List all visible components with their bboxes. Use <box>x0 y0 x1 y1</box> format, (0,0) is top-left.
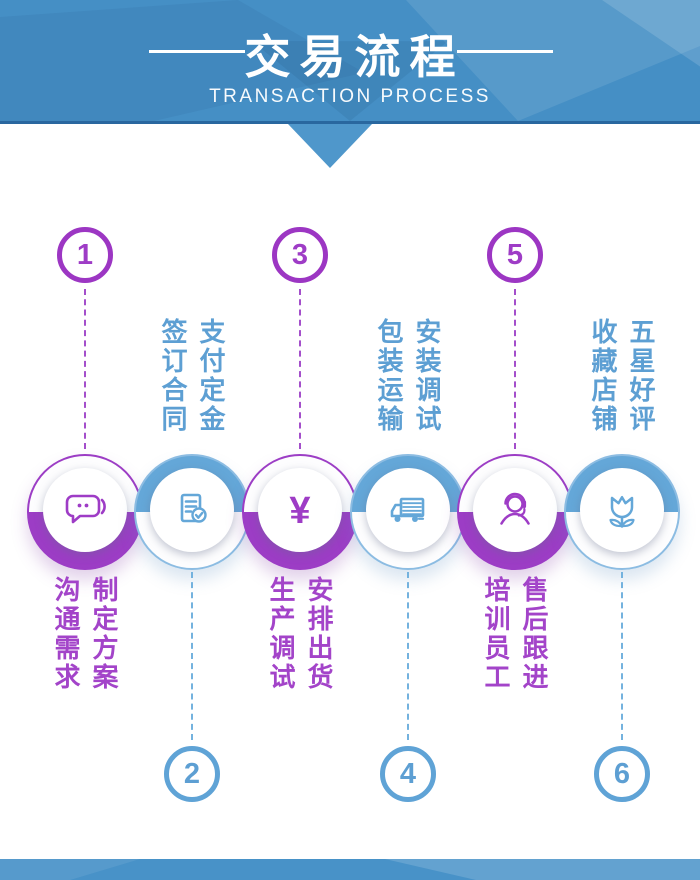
step-label-column: 支付定金 <box>196 318 226 434</box>
delivery-truck-icon <box>366 468 450 552</box>
step-label-column: 签订合同 <box>158 318 188 434</box>
step-label: 沟通需求 制定方案 <box>20 576 150 692</box>
footer-bar <box>0 859 700 880</box>
step-3: 3 ¥ 生产调试 安排出货 <box>235 0 365 880</box>
customer-service-icon <box>473 468 557 552</box>
step-number-badge: 1 <box>57 227 113 283</box>
step-label-column: 收藏店铺 <box>588 318 618 434</box>
step-label-column: 沟通需求 <box>51 576 81 692</box>
step-label-column: 安排出货 <box>304 576 334 692</box>
yen-currency-icon: ¥ <box>258 468 342 552</box>
footer-polygon <box>385 859 700 880</box>
title-left-line <box>149 50 245 53</box>
connector-dashed-line <box>621 572 623 740</box>
step-1: 1 沟通需求 制定方案 <box>20 0 150 880</box>
step-number-badge: 2 <box>164 746 220 802</box>
connector-dashed-line <box>191 572 193 740</box>
connector-dashed-line <box>299 289 301 449</box>
step-2: 签订合同 支付定金 2 <box>127 0 257 880</box>
step-label-column: 售后跟进 <box>519 576 549 692</box>
document-check-icon <box>150 468 234 552</box>
step-number-badge: 6 <box>594 746 650 802</box>
svg-text:¥: ¥ <box>289 490 310 532</box>
banner: 交易流程 TRANSACTION PROCESS <box>0 0 700 124</box>
step-label: 培训员工 售后跟进 <box>450 576 580 692</box>
connector-dashed-line <box>407 572 409 740</box>
connector-dashed-line <box>514 289 516 449</box>
step-6: 收藏店铺 五星好评 6 <box>557 0 687 880</box>
step-label-column: 培训员工 <box>481 576 511 692</box>
step-number-badge: 5 <box>487 227 543 283</box>
banner-pointer-triangle <box>288 124 372 168</box>
step-4: 包装运输 安装调试 4 <box>343 0 473 880</box>
step-5: 5 培训员工 售后跟进 <box>450 0 580 880</box>
step-number-badge: 4 <box>380 746 436 802</box>
title-right-line <box>457 50 553 53</box>
flower-icon <box>580 468 664 552</box>
step-label: 收藏店铺 五星好评 <box>557 318 687 434</box>
page-subtitle: TRANSACTION PROCESS <box>209 86 491 107</box>
step-label-column: 五星好评 <box>626 318 656 434</box>
chat-bubbles-icon <box>43 468 127 552</box>
step-label: 包装运输 安装调试 <box>343 318 473 434</box>
step-label-column: 包装运输 <box>374 318 404 434</box>
step-label: 生产调试 安排出货 <box>235 576 365 692</box>
page-title: 交易流程 <box>244 31 465 83</box>
step-label-column: 制定方案 <box>89 576 119 692</box>
step-label-column: 安装调试 <box>412 318 442 434</box>
step-label: 签订合同 支付定金 <box>127 318 257 434</box>
connector-dashed-line <box>84 289 86 449</box>
step-number-badge: 3 <box>272 227 328 283</box>
step-label-column: 生产调试 <box>266 576 296 692</box>
